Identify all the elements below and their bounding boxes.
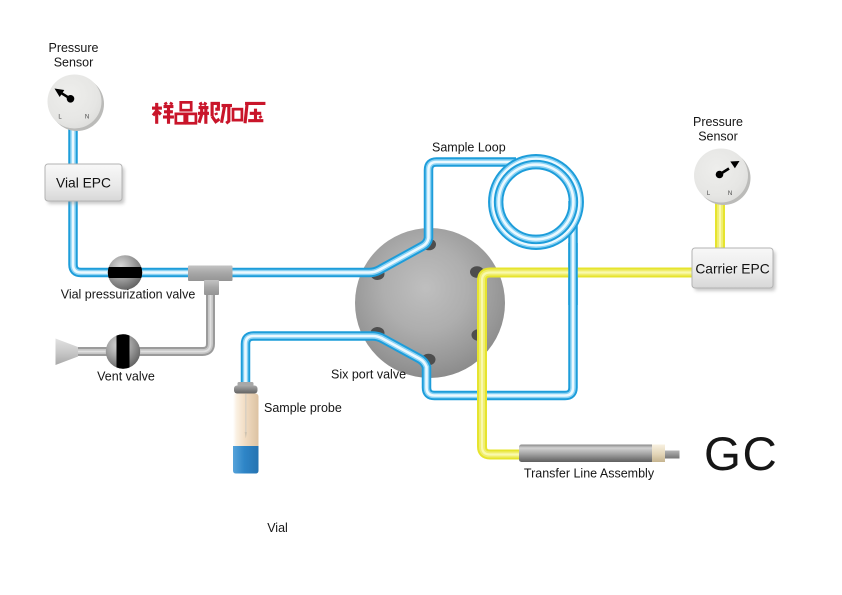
svg-text:GC: GC — [704, 428, 778, 481]
svg-text:Transfer Line Assembly: Transfer Line Assembly — [524, 467, 655, 481]
svg-text:Vial EPC: Vial EPC — [56, 176, 111, 191]
svg-text:Vent valve: Vent valve — [97, 370, 155, 384]
svg-text:Pressure: Pressure — [48, 41, 98, 55]
svg-text:Sample probe: Sample probe — [264, 401, 342, 415]
svg-text:Sample Loop: Sample Loop — [432, 141, 506, 155]
svg-text:N: N — [728, 191, 732, 197]
svg-text:Vial: Vial — [267, 521, 288, 535]
svg-text:N: N — [85, 115, 89, 121]
svg-text:Sensor: Sensor — [54, 56, 94, 70]
svg-text:L: L — [58, 115, 62, 121]
svg-text:Carrier EPC: Carrier EPC — [695, 262, 769, 277]
svg-text:Sensor: Sensor — [698, 130, 738, 144]
svg-text:L: L — [707, 191, 711, 197]
svg-text:Vial pressurization valve: Vial pressurization valve — [61, 288, 196, 302]
svg-text:Six port valve: Six port valve — [331, 368, 406, 382]
svg-text:Pressure: Pressure — [693, 115, 743, 129]
